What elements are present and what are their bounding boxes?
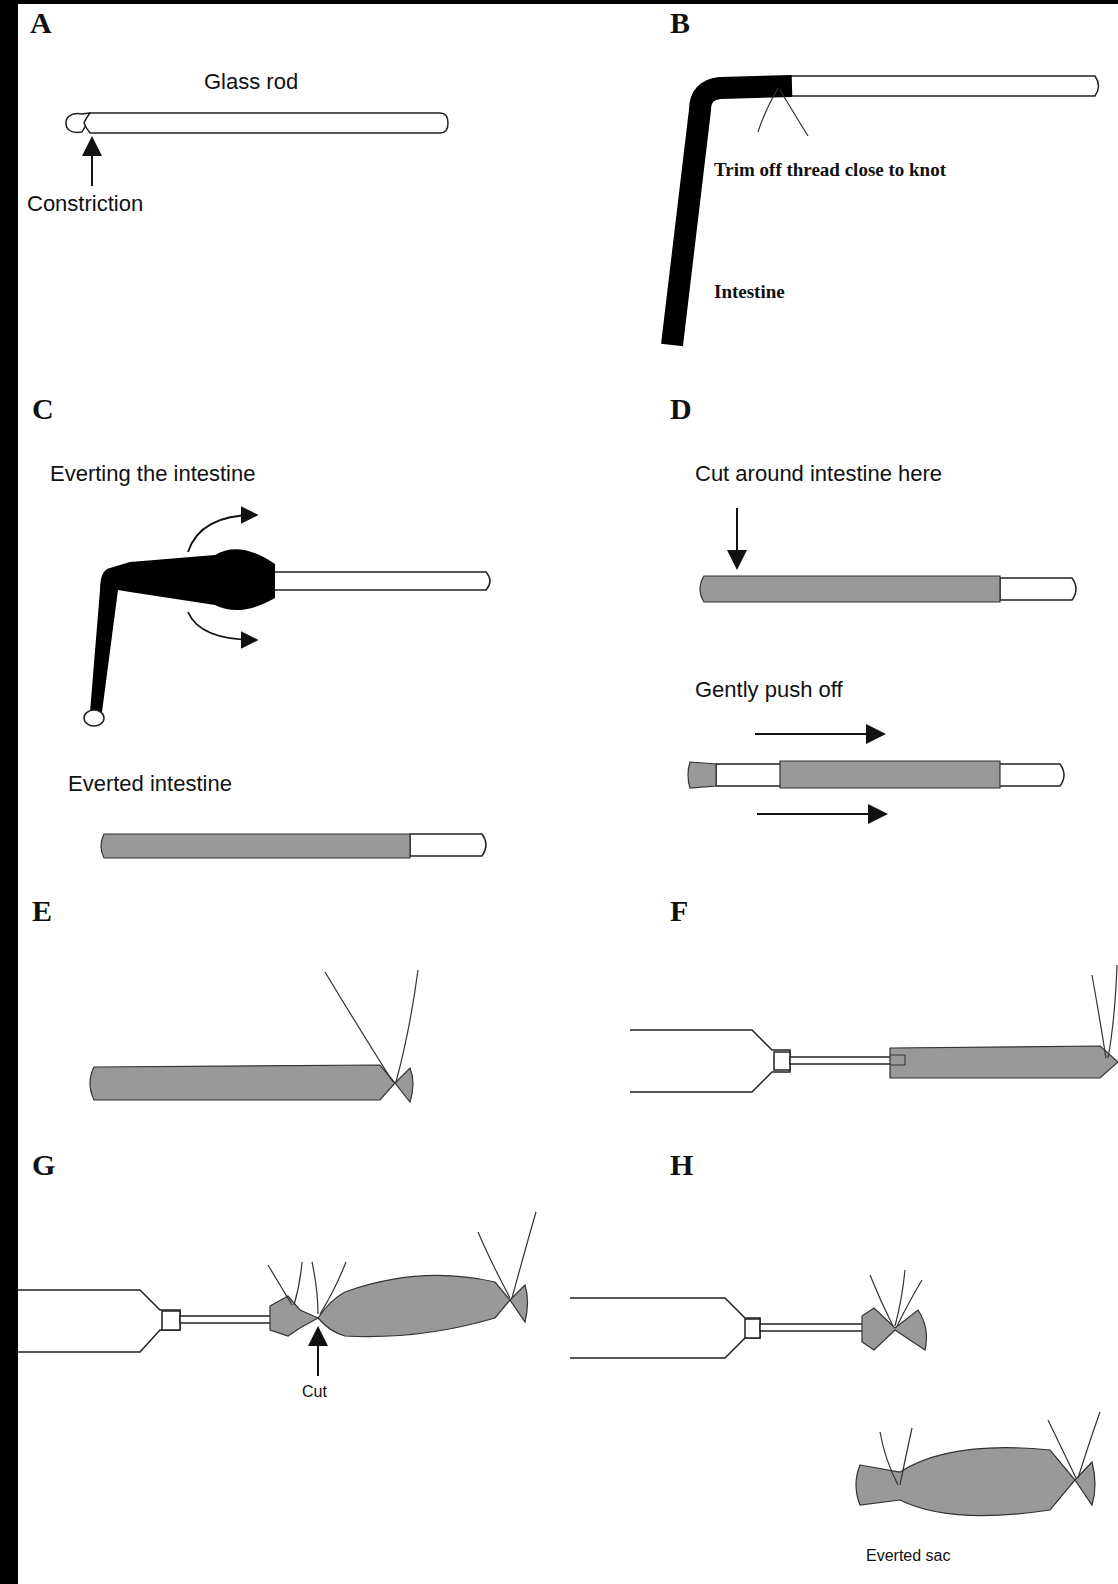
step-label: Everted intestine [68, 772, 232, 796]
part-label: Intestine [714, 282, 785, 303]
panel-letter: D [670, 392, 692, 425]
part-label: Everted sac [866, 1547, 950, 1565]
panel-letter: G [32, 1148, 55, 1181]
panel-letter: E [32, 894, 52, 927]
part-label: Constriction [27, 192, 143, 216]
step-label: Everting the intestine [50, 462, 255, 486]
step-label: Cut around intestine here [695, 462, 942, 486]
panel-letter: A [30, 6, 52, 39]
note-label: Trim off thread close to knot [714, 160, 946, 181]
panel-letter: F [670, 894, 688, 927]
panel-letter: H [670, 1148, 693, 1181]
cut-label: Cut [302, 1383, 327, 1401]
step-label: Gently push off [695, 678, 843, 702]
part-label: Glass rod [204, 70, 298, 94]
panel-letter: C [32, 392, 54, 425]
panel-letter: B [670, 6, 690, 39]
